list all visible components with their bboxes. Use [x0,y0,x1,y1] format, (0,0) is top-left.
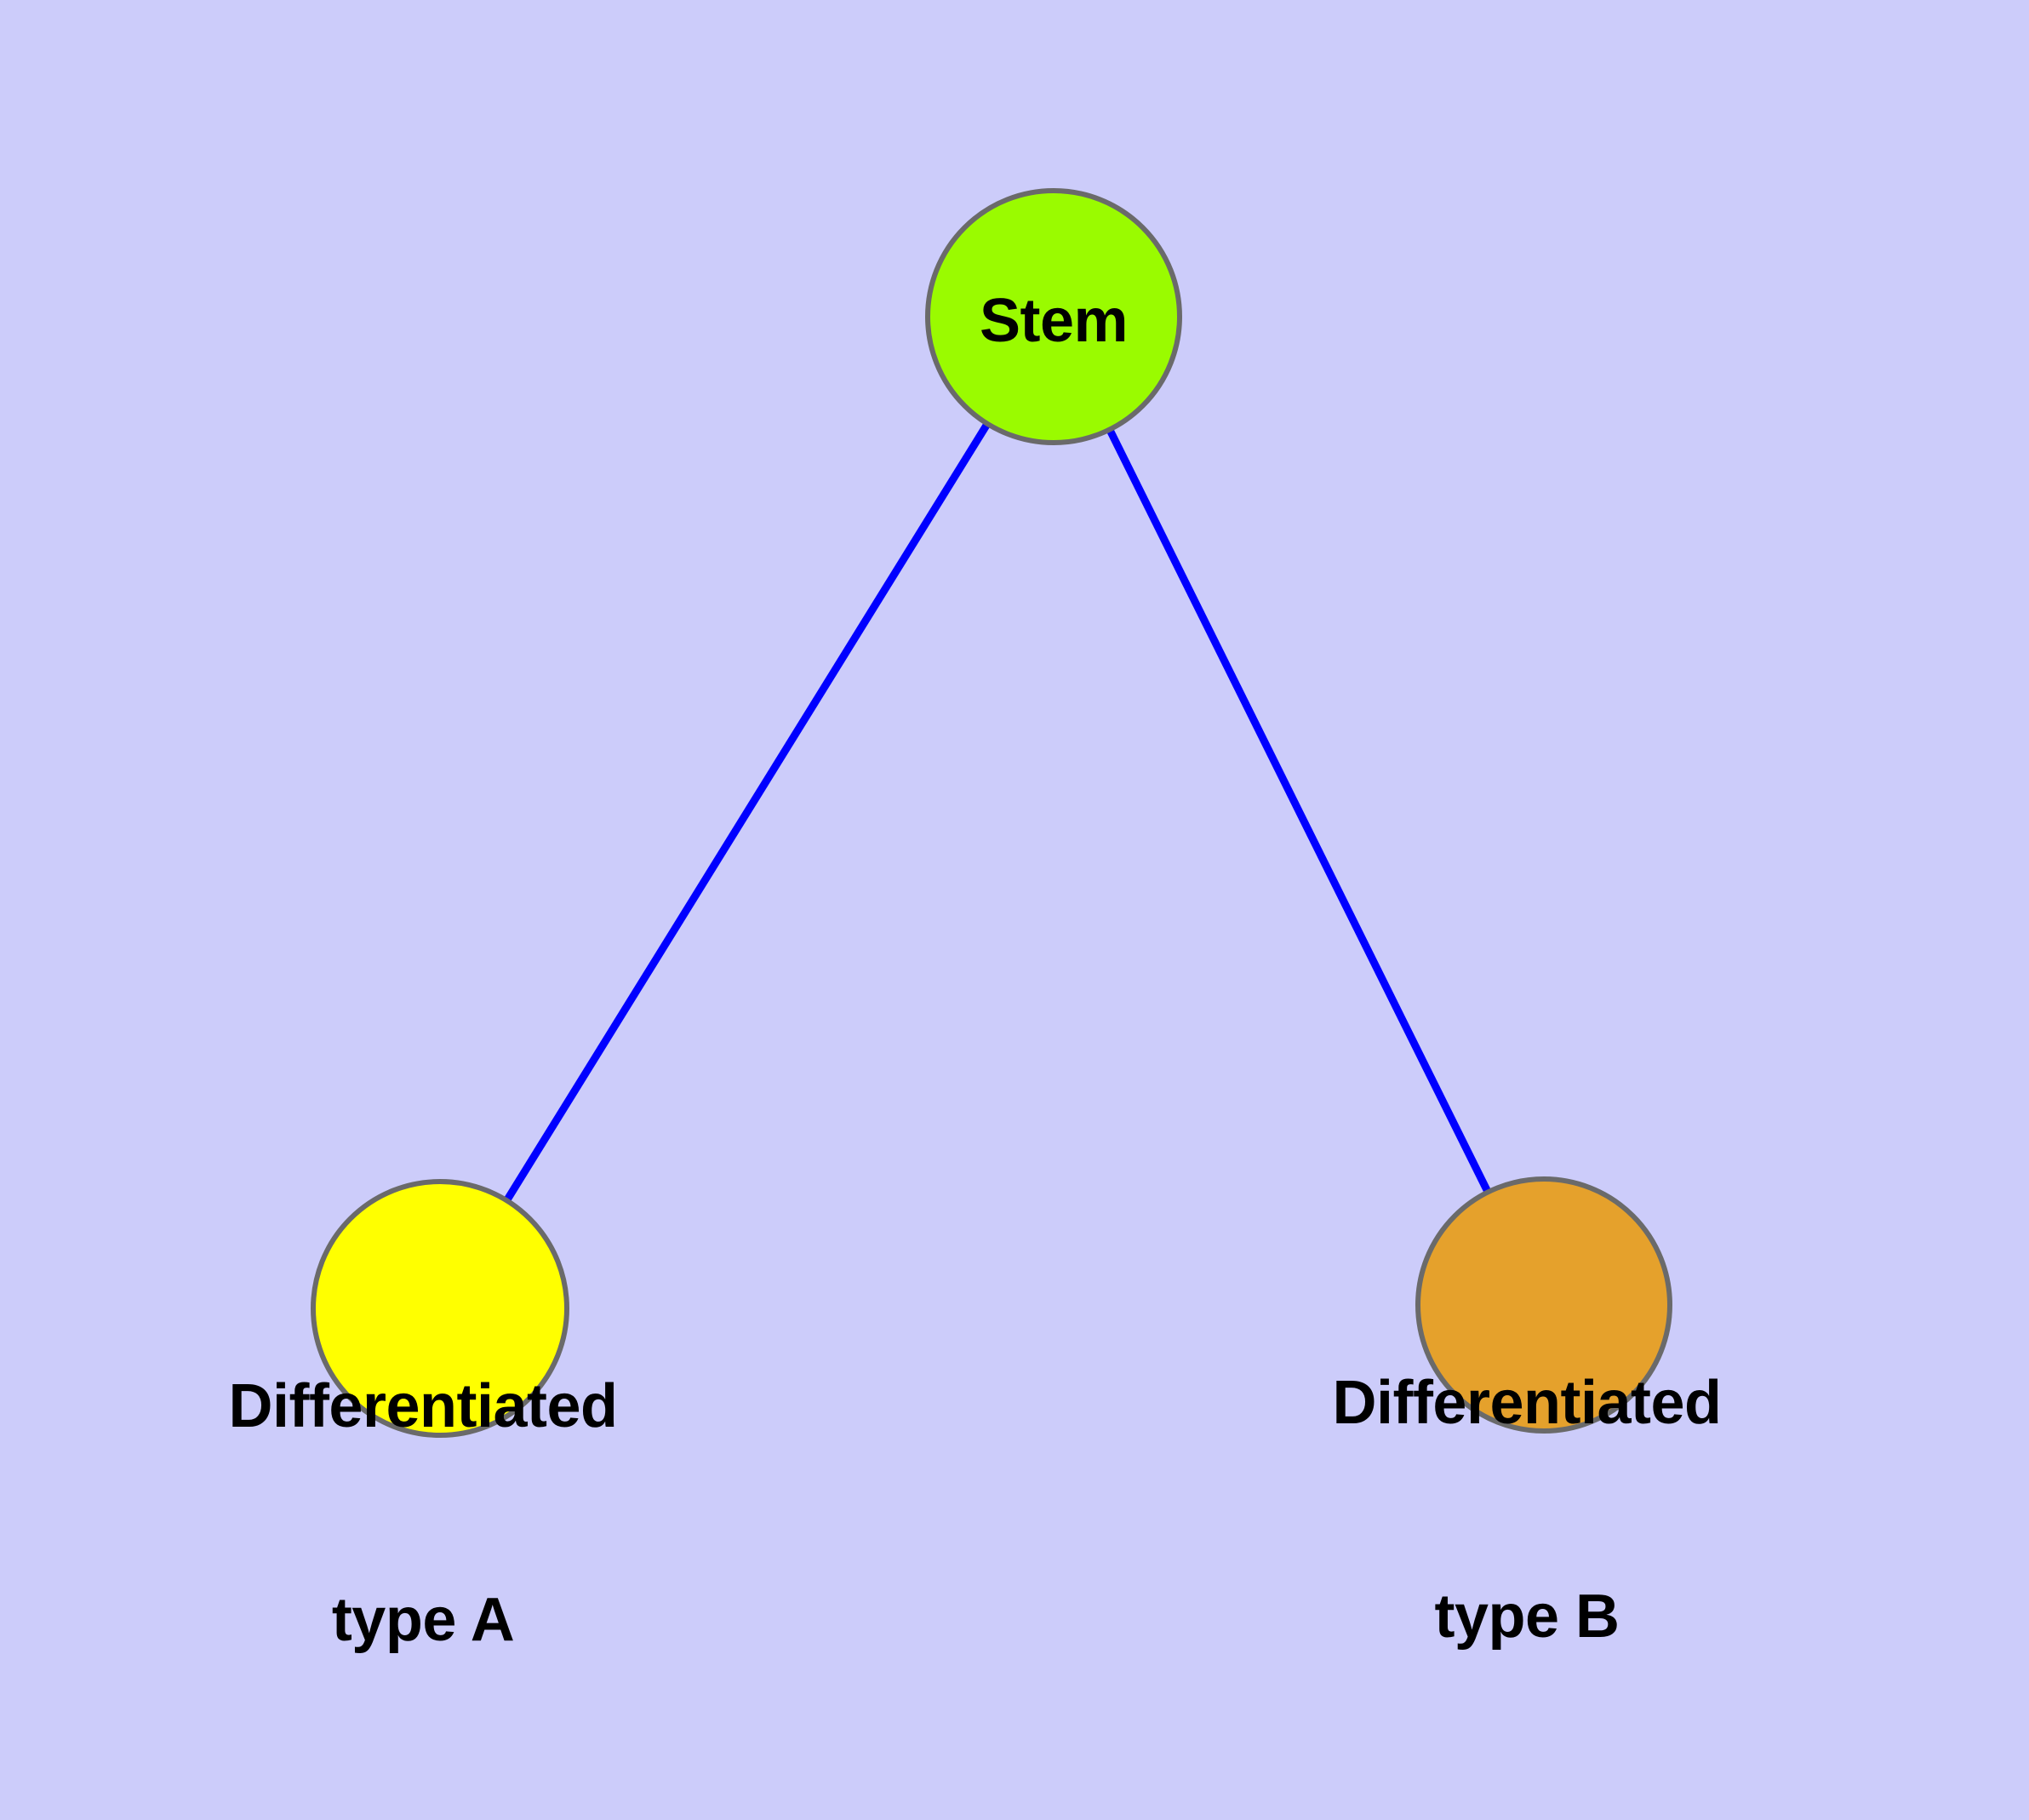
node-differentiated-type-a-label: Differentiated type A [168,1229,678,1798]
edge-stem-to-diff-a [437,314,1057,1311]
node-differentiated-type-b-label: Differentiated type B [1272,1226,1782,1794]
node-differentiated-type-a-label-line-1: Differentiated [228,1372,618,1441]
node-differentiated-type-b[interactable] [1415,1176,1672,1434]
node-stem[interactable] [925,188,1182,445]
node-differentiated-type-a-label-line-2: type A [331,1585,515,1654]
node-stem-label: Stem [979,287,1129,355]
node-differentiated-type-a[interactable] [311,1179,569,1438]
edge-stem-to-diff-b [1049,315,1548,1307]
node-differentiated-type-b-label-line-1: Differentiated [1332,1369,1722,1438]
node-differentiated-type-b-label-line-2: type B [1434,1582,1620,1651]
